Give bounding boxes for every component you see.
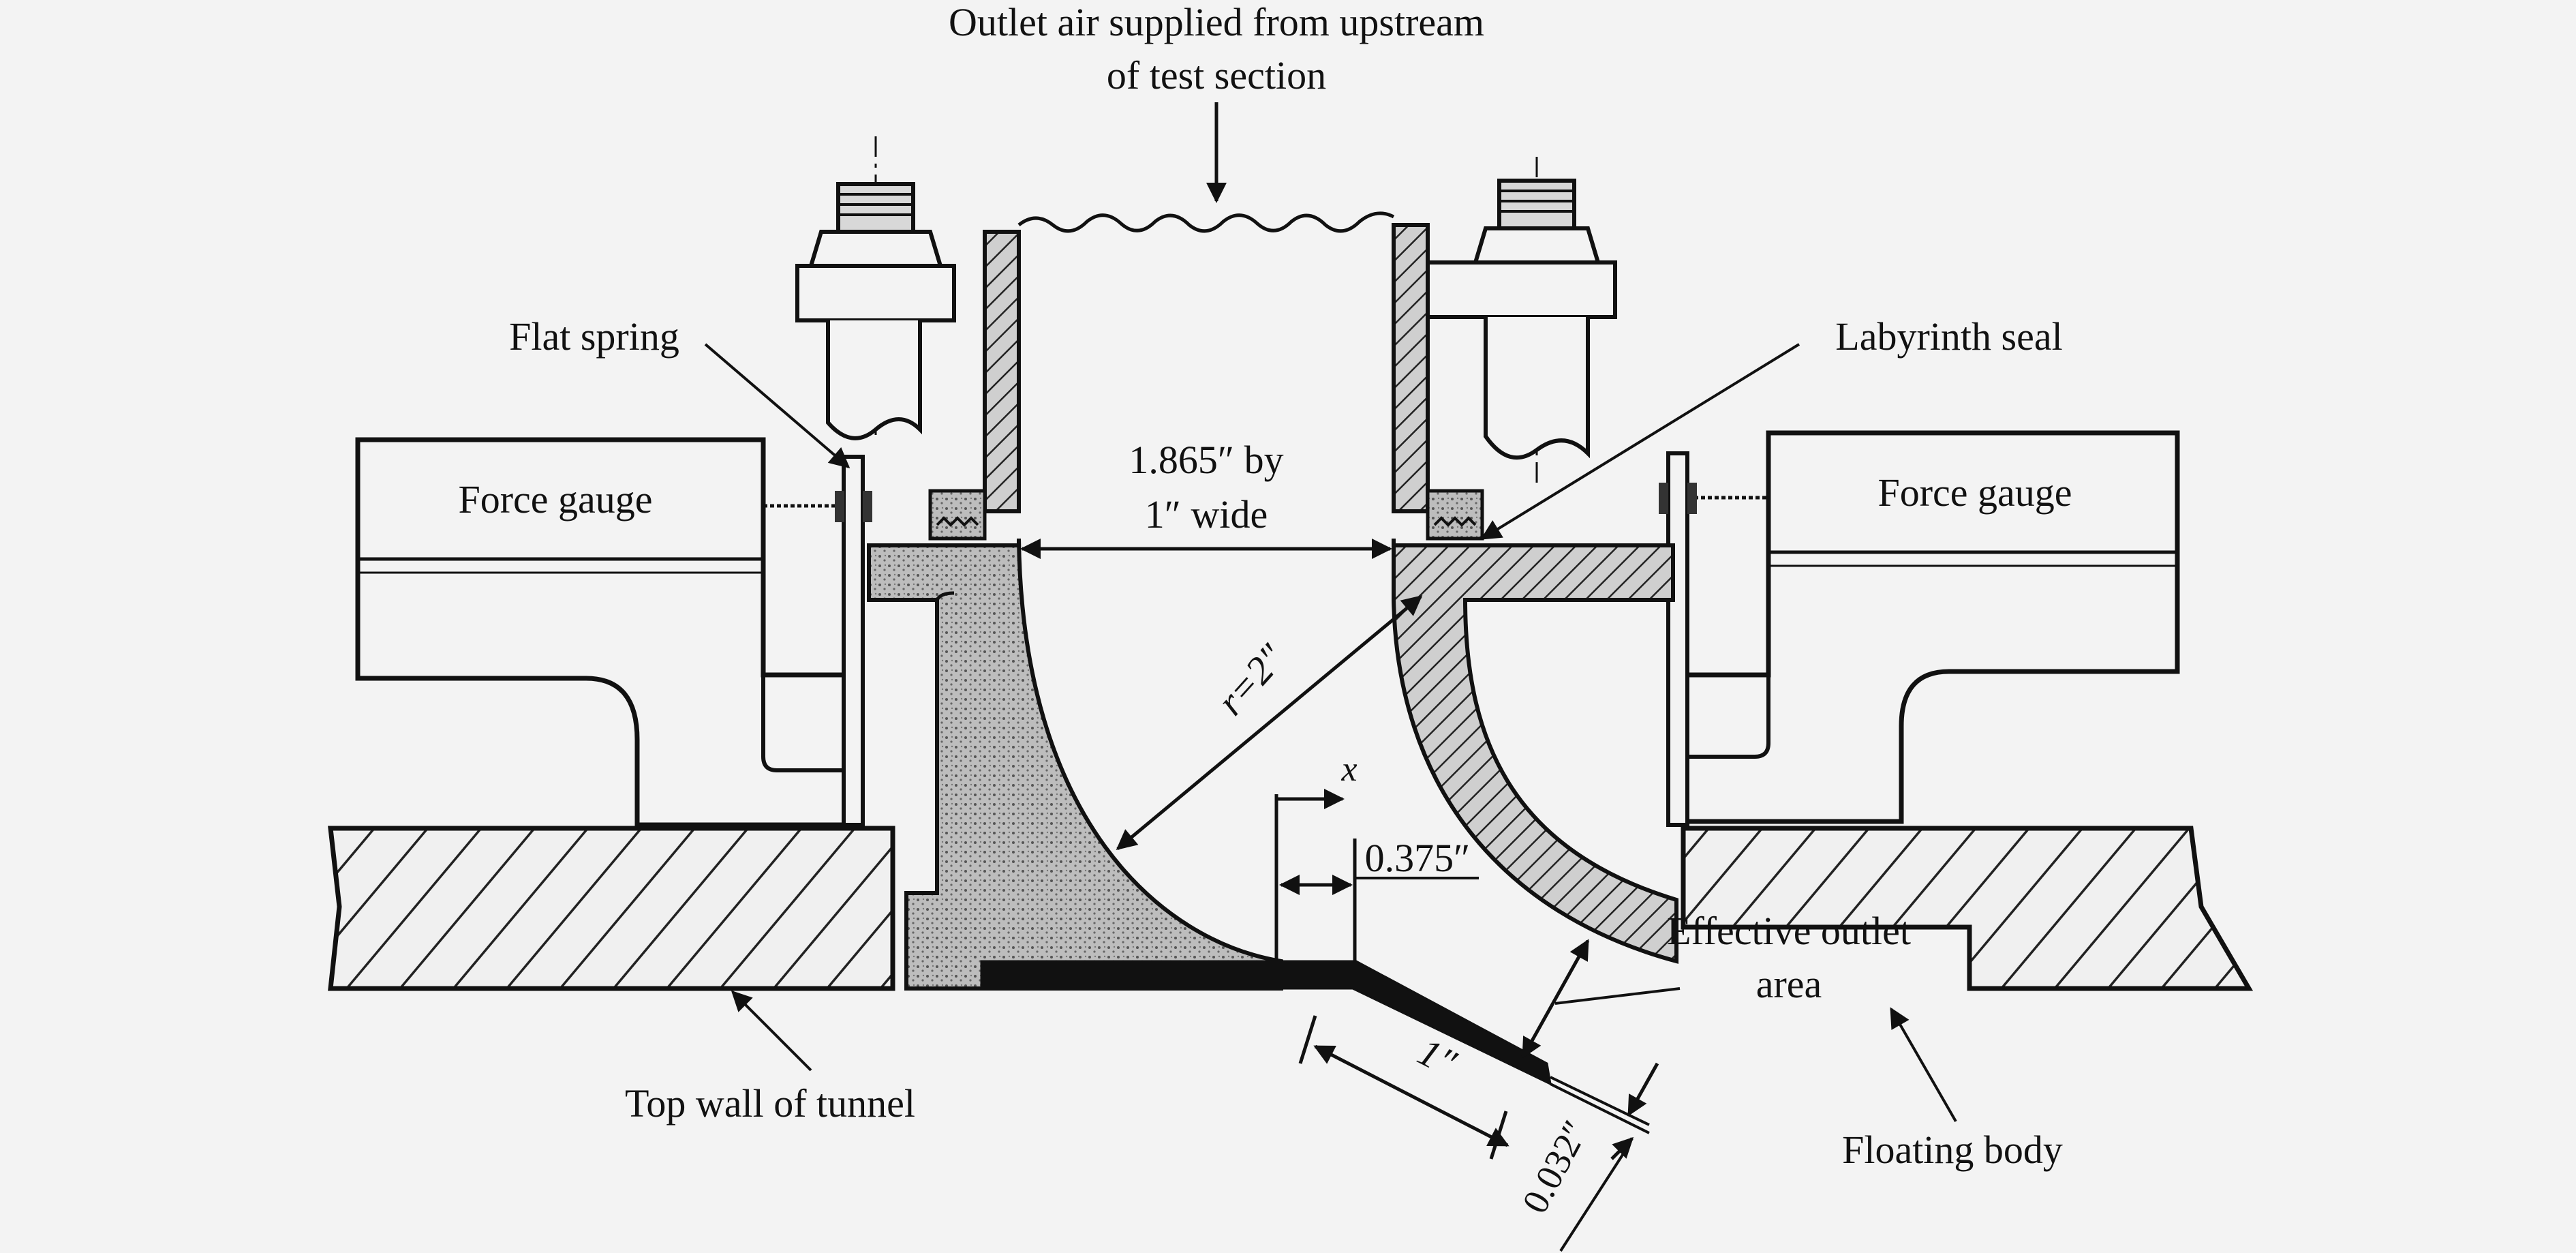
force-gauge-left-label: Force gauge [458,477,652,522]
bolt-left [795,136,956,440]
floating-body-right-nozzle [1392,539,1678,964]
outlet-air-label-line1: Outlet air supplied from upstream [949,0,1484,44]
flat-spring-left [763,455,872,827]
width-dimension-label-line2: 1″ wide [1145,492,1268,537]
labyrinth-seal-right [1426,489,1484,541]
tunnel-top-wall-left [328,826,895,991]
dimension-0032-label: 0.032″ [1514,1114,1597,1220]
flat-spring-label: Flat spring [509,314,679,359]
supply-duct-break-line [1017,211,1395,233]
x-axis-label: x [1340,750,1357,789]
width-dimension-label-line1: 1.865″ by [1129,438,1283,482]
radius-dimension-arrow [1116,595,1423,850]
labyrinth-seal-left [928,489,987,541]
dimension-0375-label: 0.375″ [1365,836,1471,880]
dimension-1in [1298,1015,1509,1160]
effective-outlet-gap-arrow [1521,939,1590,1059]
x-axis-indicator [1274,789,1345,961]
supply-duct-left-wall [983,230,1021,513]
effective-outlet-leader [1554,987,1681,1005]
outlet-air-label-line2: of test section [1107,53,1326,97]
tunnel-top-wall-right [1681,826,2254,991]
dimension-0375 [1279,839,1479,961]
dimension-0032 [1550,1062,1659,1252]
labyrinth-seal-label: Labyrinth seal [1835,314,2062,359]
effective-outlet-label-line2: area [1756,962,1822,1006]
flat-spring-right [1659,451,1768,827]
flap-plate [980,960,1552,1086]
force-gauge-right-label: Force gauge [1877,470,2072,515]
effective-outlet-label-line1: Effective outlet [1667,909,1911,953]
floating-body-leader [1890,1007,1957,1122]
flat-spring-leader [704,343,850,468]
top-wall-label: Top wall of tunnel [625,1081,915,1126]
top-wall-leader [731,990,812,1072]
bolt-right [1426,157,1617,484]
radius-label: r=2″ [1208,635,1294,723]
force-gauge-right-body [1681,430,2180,824]
floating-body-label: Floating body [1842,1128,2063,1172]
supply-duct-right-wall [1392,223,1430,513]
labyrinth-seal-leader [1480,343,1800,540]
